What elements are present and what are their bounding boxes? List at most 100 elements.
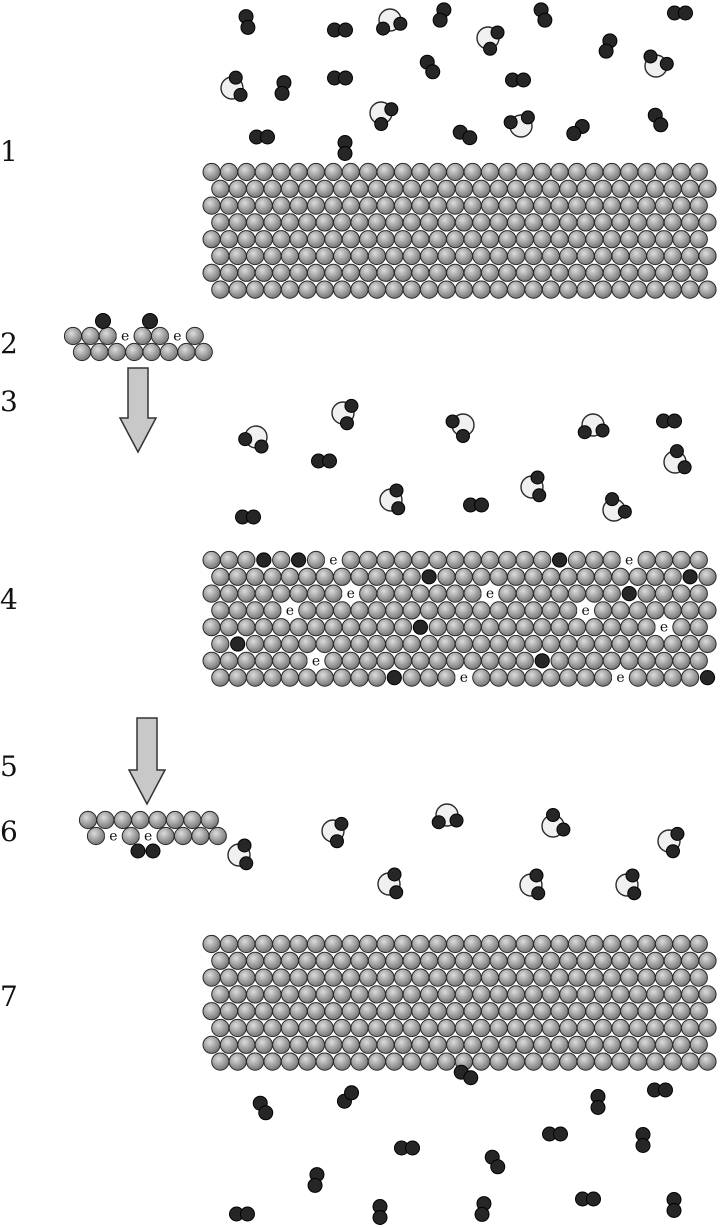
metal-atom [628,951,648,970]
metal-atom [533,196,552,215]
metal-atom [333,1018,352,1038]
metal-atom [254,230,273,249]
hydrogen-atom [653,117,669,133]
metal-atom [620,651,639,670]
hydrogen-atom [456,429,470,443]
hydrogen-molecule [311,453,337,469]
metal-atom [637,1035,656,1054]
metal-atom [541,1018,561,1038]
metal-atom [506,179,526,198]
metal-atom [515,196,534,215]
metal-atom [159,342,179,362]
metal-atom [393,618,413,637]
metal-atom [315,280,334,299]
metal-atom [254,162,273,182]
metal-atom [367,951,386,970]
metal-atom [585,651,604,670]
metal-atom [191,826,210,846]
hydrogen-atom [246,509,261,525]
metal-atom [420,280,439,299]
metal-atom [420,246,439,266]
hydrogen-atom [621,586,637,602]
metal-atom [306,196,326,215]
metal-atom [506,280,526,299]
metal-atom [628,213,648,232]
metal-atom [156,826,175,846]
metal-atom [585,618,604,637]
metal-atom [350,246,369,266]
metal-atom [576,634,595,654]
step-label-2: 2 [0,327,18,360]
metal-atom [454,213,473,232]
metal-atom [263,668,282,687]
electron-site [104,827,122,845]
metal-atom [646,246,665,266]
metal-atom [393,584,413,603]
metal-atom [367,179,386,198]
metal-atom [541,1052,561,1071]
hydrogen-atom [274,85,290,101]
metal-atom [367,668,386,687]
metal-atom [298,213,317,232]
metal-atom [359,618,378,637]
metal-atom [437,668,456,687]
metal-atom [663,1018,682,1038]
metal-atom [446,263,465,282]
metal-atom [367,601,386,620]
hydrogen-atom [339,416,354,431]
metal-atom [611,179,630,198]
hydrogen-atom [145,843,161,859]
metal-atom [533,968,552,987]
metal-atom [576,567,595,586]
metal-atom [567,1002,587,1021]
water-molecule [376,8,408,36]
metal-atom [78,810,98,830]
metal-atom [672,651,691,670]
metal-atom [263,567,282,586]
water-molecule [519,868,546,901]
hydrogen-molecule [394,1140,420,1156]
metal-atom [628,601,648,620]
metal-atom [463,550,482,570]
metal-atom [506,951,526,970]
electron-label: e [121,329,129,345]
metal-atom [211,985,230,1004]
metal-atom [254,934,273,954]
step-label-5: 5 [0,750,18,783]
metal-atom [237,651,256,670]
metal-atom [654,1002,674,1021]
metal-atom [333,567,352,586]
hydrogen-molecule [647,107,669,133]
metal-atom [489,634,508,654]
metal-atom [533,1002,552,1021]
hydrogen-atom [678,5,693,21]
hydrogen-atom [239,856,254,871]
metal-atom [698,1052,717,1071]
hydrogen-atom [421,569,437,585]
electron-label: e [486,586,494,602]
metal-atom [594,985,613,1004]
metal-atom [585,263,604,282]
metal-atom [698,1018,717,1038]
metal-atom [194,342,213,362]
hydrogen-molecule [274,75,292,101]
metal-atom [567,263,587,282]
metal-atom [228,246,247,266]
metal-atom [506,1018,526,1038]
metal-atom [324,162,343,182]
metal-atom [272,651,291,670]
metal-atom [663,601,682,620]
metal-atom [594,668,613,687]
electron-label: e [329,553,337,569]
metal-atom [637,230,656,249]
metal-atom [202,550,221,570]
metal-atom [498,263,517,282]
metal-atom [585,550,604,570]
metal-atom [341,651,360,670]
metal-atom [133,326,152,346]
metal-atom [237,934,256,954]
electron-label: e [616,670,624,686]
metal-atom [254,651,273,670]
hydrogen-atom [238,432,253,447]
metal-atom [637,651,656,670]
